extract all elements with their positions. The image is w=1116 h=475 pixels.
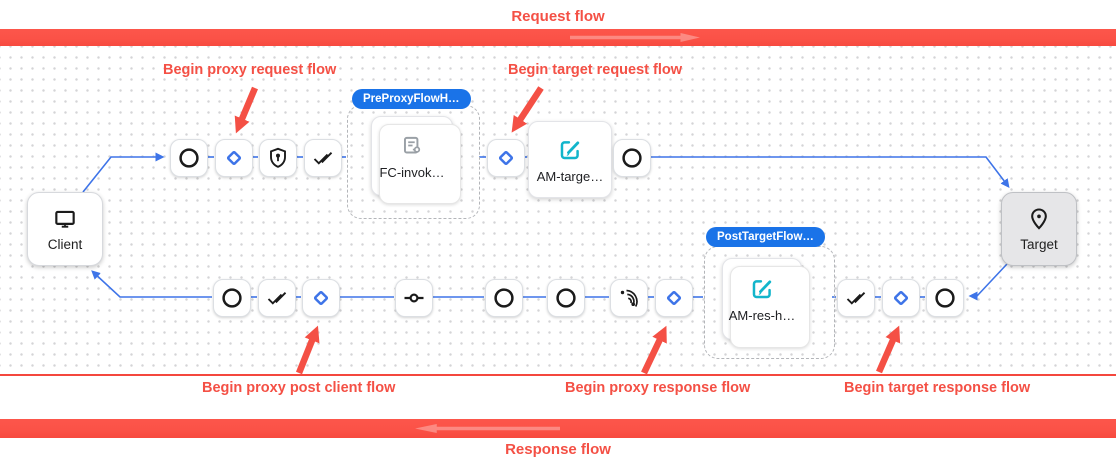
circle-icon	[222, 288, 242, 308]
broadcast-icon	[620, 289, 638, 307]
junction-icon	[404, 293, 424, 303]
begin-target-response-flow-label: Begin target response flow	[844, 380, 1031, 396]
policy-am-response[interactable]: AM-res-h…	[722, 258, 810, 348]
request-step-double-check[interactable]	[304, 139, 342, 177]
policy-am-response-label: AM-res-h…	[728, 308, 796, 323]
circle-icon	[179, 148, 199, 168]
right-arrow-icon	[570, 33, 700, 42]
location-pin-icon	[1031, 208, 1047, 230]
post-target-flow-badge[interactable]: PostTargetFlow…	[706, 227, 825, 247]
circle-icon	[622, 148, 642, 168]
target-label: Target	[1020, 237, 1058, 253]
circle-icon	[556, 288, 576, 308]
policy-am-target-label: AM-targe…	[536, 168, 604, 184]
circle-icon	[494, 288, 514, 308]
flow-canvas	[0, 46, 1116, 375]
request-step-security[interactable]	[259, 139, 297, 177]
proxy-response-step-diamond[interactable]	[655, 279, 693, 317]
proxy-response-step-circle-2[interactable]	[547, 279, 585, 317]
post-client-step-circle[interactable]	[213, 279, 251, 317]
begin-proxy-request-flow-label: Begin proxy request flow	[163, 62, 337, 78]
response-step-junction[interactable]	[395, 279, 433, 317]
begin-proxy-post-client-flow-label: Begin proxy post client flow	[202, 380, 396, 396]
shield-keyhole-icon	[270, 147, 286, 168]
request-flow-banner-label: Request flow	[511, 8, 605, 25]
diamond-icon	[226, 150, 242, 166]
double-check-icon	[846, 292, 866, 305]
proxy-response-step-circle-1[interactable]	[485, 279, 523, 317]
response-flow-banner-label: Response flow	[505, 441, 611, 458]
begin-target-request-flow-label: Begin target request flow	[508, 62, 683, 78]
client-label: Client	[47, 237, 83, 253]
post-client-step-double-check[interactable]	[258, 279, 296, 317]
policy-fc-invoke-label: FC-invok…	[379, 165, 445, 180]
diamond-icon	[666, 290, 682, 306]
policy-fc-invoke[interactable]: FC-invok…	[371, 116, 461, 204]
request-step-circle[interactable]	[170, 139, 208, 177]
circle-icon	[935, 288, 955, 308]
target-request-step-circle[interactable]	[613, 139, 651, 177]
request-step-diamond[interactable]	[215, 139, 253, 177]
flow-callout-icon	[403, 136, 421, 154]
double-check-icon	[313, 152, 333, 165]
diamond-icon	[893, 290, 909, 306]
left-arrow-icon	[415, 424, 560, 433]
pre-proxy-flow-badge[interactable]: PreProxyFlowH…	[352, 89, 471, 109]
diamond-icon	[313, 290, 329, 306]
response-flow-bar	[0, 419, 1116, 438]
edit-square-icon	[752, 280, 772, 299]
monitor-icon	[55, 211, 75, 228]
target-response-step-double-check[interactable]	[837, 279, 875, 317]
target-node[interactable]: Target	[1001, 192, 1077, 266]
target-response-step-diamond[interactable]	[882, 279, 920, 317]
post-client-step-diamond[interactable]	[302, 279, 340, 317]
client-node[interactable]: Client	[27, 192, 103, 266]
begin-proxy-response-flow-label: Begin proxy response flow	[565, 380, 751, 396]
edit-square-icon	[560, 140, 580, 159]
target-request-step-diamond[interactable]	[487, 139, 525, 177]
diamond-icon	[498, 150, 514, 166]
proxy-response-step-broadcast[interactable]	[610, 279, 648, 317]
double-check-icon	[267, 292, 287, 305]
canvas-bottom-divider	[0, 374, 1116, 376]
request-flow-bar	[0, 29, 1116, 46]
target-response-step-circle[interactable]	[926, 279, 964, 317]
policy-am-target[interactable]: AM-targe…	[528, 121, 612, 198]
